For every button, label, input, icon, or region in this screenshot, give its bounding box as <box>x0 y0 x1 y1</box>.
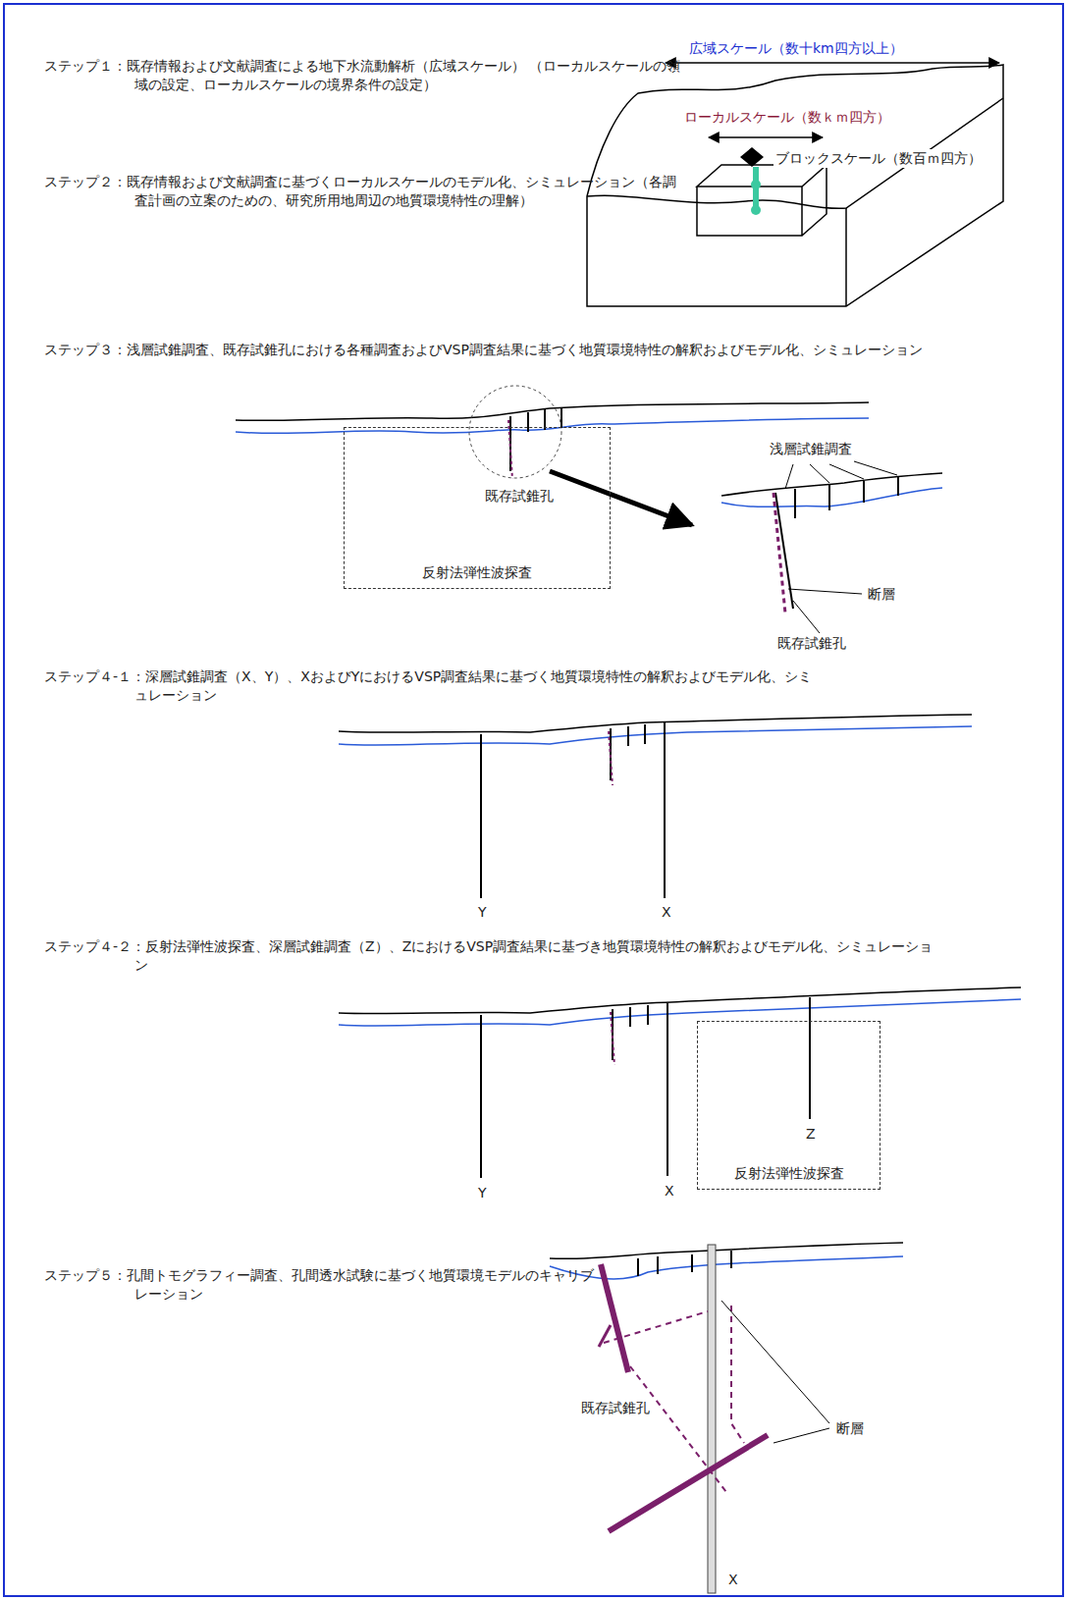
survey-area-box: 反射法弾性波探査 <box>696 1020 881 1190</box>
figure-label: X <box>659 903 674 922</box>
step-description: ステップ４-１：深層試錐調査（X、Y）、XおよびYにおけるVSP調査結果に基づく… <box>44 667 822 705</box>
figure-label: Z <box>803 1124 818 1144</box>
figure-label: 広域スケール（数十km四方以上） <box>687 39 906 58</box>
step-description: ステップ１：既存情報および文献調査による地下水流動解析（広域スケール） （ローカ… <box>44 56 685 95</box>
step-description: ステップ５：孔間トモグラフィー調査、孔間透水試験に基づく地質環境モデルのキャリブ… <box>44 1266 596 1304</box>
figure-label: ローカルスケール（数ｋｍ四方） <box>682 107 893 127</box>
figure-label: X <box>662 1181 677 1201</box>
survey-area-box: 反射法弾性波探査 <box>343 426 611 589</box>
step-description: ステップ２：既存情報および文献調査に基づくローカルスケールのモデル化、シミュレー… <box>44 172 685 211</box>
figure-label: 断層 <box>865 585 898 604</box>
figure-label: 浅層試錐調査 <box>767 439 854 459</box>
figure-label: 既存試錐孔 <box>579 1398 652 1418</box>
figure-label: X <box>726 1570 741 1590</box>
figure-label: Y <box>476 903 489 922</box>
figure-label: 断層 <box>834 1419 866 1439</box>
box-label: 反射法弾性波探査 <box>344 564 610 583</box>
step-description: ステップ３：浅層試錐調査、既存試錐孔における各種調査およびVSP調査結果に基づく… <box>44 340 989 360</box>
figure-label: 既存試錐孔 <box>775 634 849 653</box>
figure-label: ブロックスケール（数百ｍ四方） <box>773 149 984 168</box>
figure-label: 既存試錐孔 <box>482 486 556 506</box>
step-description: ステップ４-２：反射法弾性波探査、深層試錐調査（Z）、ZにおけるVSP調査結果に… <box>44 937 940 975</box>
box-label: 反射法弾性波探査 <box>697 1165 880 1183</box>
figure-label: Y <box>476 1183 489 1203</box>
